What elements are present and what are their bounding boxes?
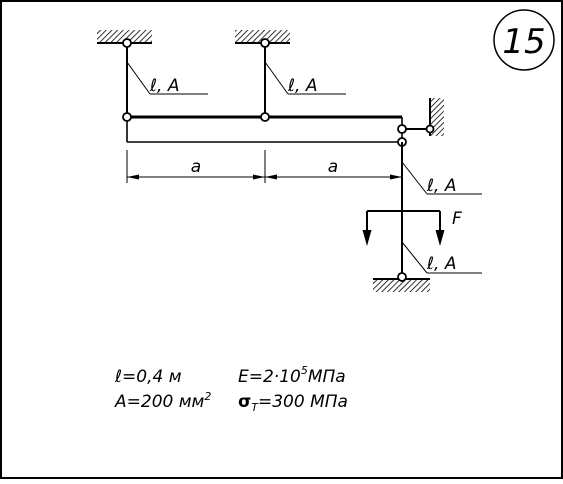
force-arrows [362, 210, 445, 246]
dimension-label-left: a [191, 157, 201, 177]
rod-middle [260, 38, 346, 117]
rod-lower [397, 142, 482, 282]
rod-label-middle: ℓ, A [287, 76, 317, 96]
given-area: A=200 мм2 [114, 390, 211, 412]
force-label: F [452, 209, 462, 229]
rod-label-lower-bottom: ℓ, A [426, 254, 456, 274]
given-data: ℓ=0,4 м A=200 мм2 E=2·105МПа σT=300 МПа [114, 364, 348, 414]
problem-number: 15 [502, 22, 545, 62]
rigid-beam [122, 112, 435, 147]
given-yield-strength: σT=300 МПа [238, 392, 348, 414]
dimension-label-right: a [328, 157, 338, 177]
given-modulus: E=2·105МПа [238, 364, 346, 387]
rod-label-lower-upper: ℓ, A [426, 176, 456, 196]
problem-number-badge: 15 [493, 9, 555, 71]
rod-label-left: ℓ, A [149, 76, 179, 96]
rod-left [122, 38, 208, 117]
dimension-lines [126, 150, 403, 183]
given-length: ℓ=0,4 м [114, 367, 182, 387]
